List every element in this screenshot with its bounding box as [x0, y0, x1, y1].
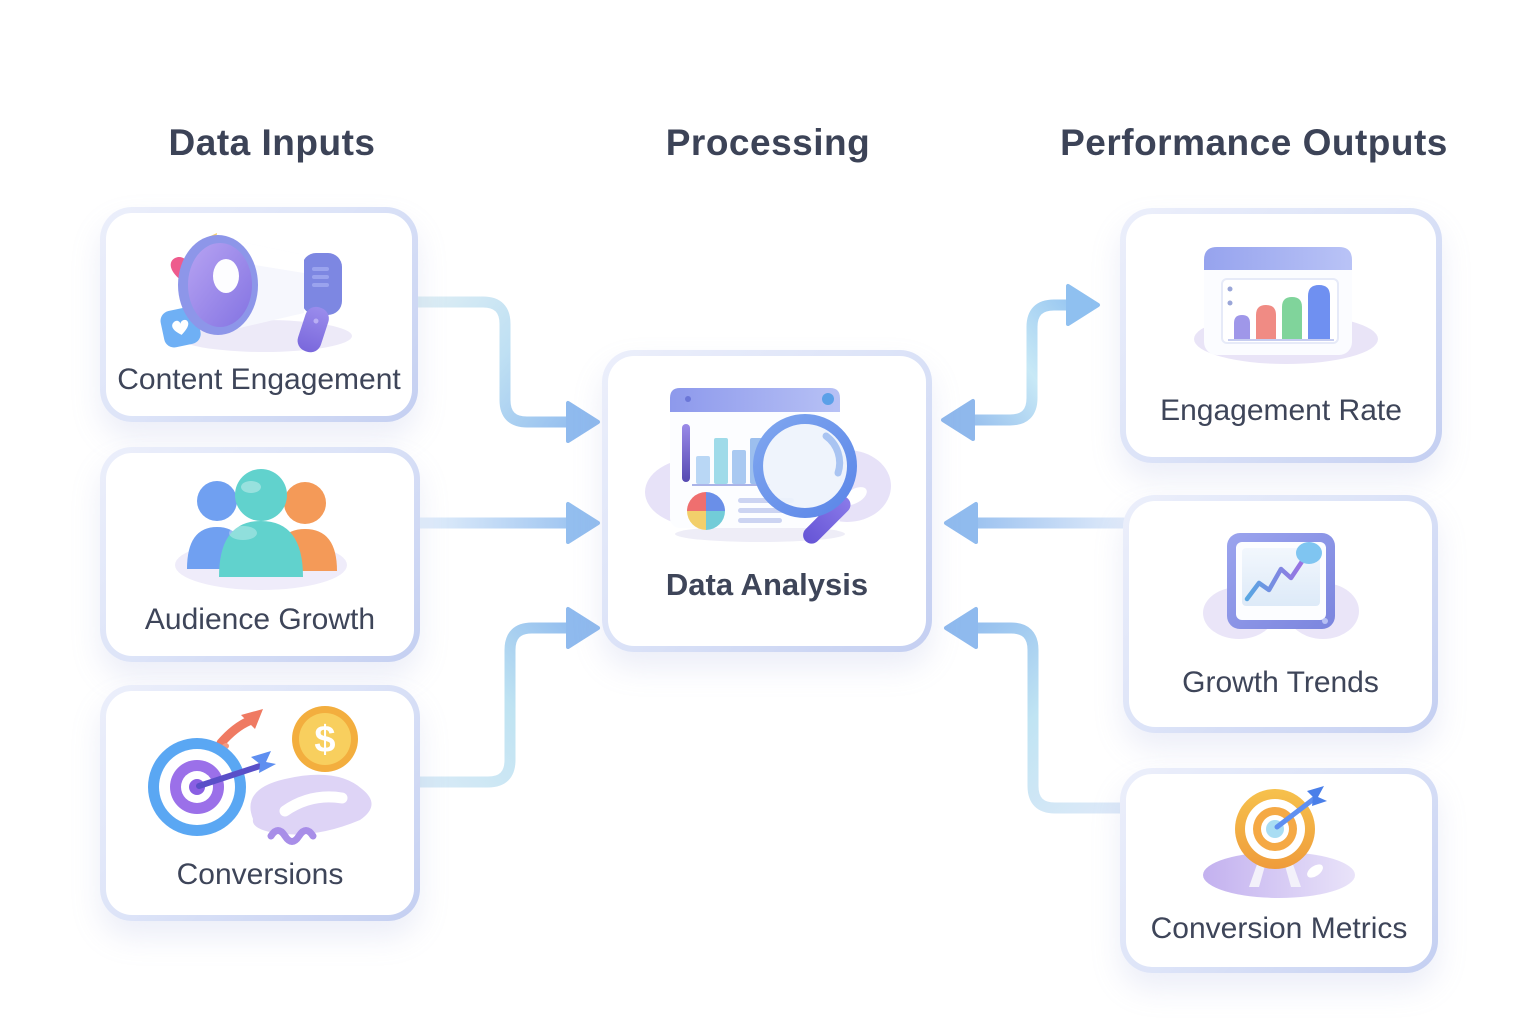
bar-chart-window-icon	[1126, 214, 1436, 394]
node-label-content-engagement: Content Engagement	[117, 363, 401, 396]
node-label-conversions: Conversions	[176, 858, 344, 891]
audience-people-icon	[106, 453, 414, 603]
node-label-growth-trends: Growth Trends	[1182, 666, 1379, 699]
node-label-engagement-rate: Engagement Rate	[1160, 394, 1402, 427]
dashboard-magnifier-icon	[608, 356, 926, 568]
target-coin-hand-icon: $	[106, 691, 414, 858]
node-growth-trends: Growth Trends	[1123, 495, 1438, 733]
node-engagement-rate: Engagement Rate	[1120, 208, 1442, 463]
node-content-engagement: Content Engagement	[100, 207, 418, 422]
node-conversions: $ Conversions	[100, 685, 420, 921]
node-audience-growth: Audience Growth	[100, 447, 420, 662]
arrow-conversions-to-data-analysis	[414, 607, 600, 788]
arrow-conversion-metrics-to-data-analysis	[944, 607, 1126, 814]
node-conversion-metrics: Conversion Metrics	[1120, 768, 1438, 973]
dart-target-icon	[1126, 774, 1432, 912]
node-label-data-analysis: Data Analysis	[665, 566, 869, 602]
node-label-audience-growth: Audience Growth	[144, 603, 376, 636]
svg-text:$: $	[314, 719, 335, 761]
line-chart-tablet-icon	[1129, 501, 1432, 666]
column-header-data-inputs: Data Inputs	[168, 122, 376, 163]
arrow-audience-growth-to-data-analysis	[414, 502, 600, 544]
arrow-data-analysis-engagement-rate	[941, 284, 1100, 441]
node-data-analysis: Data Analysis	[602, 350, 932, 652]
column-header-processing: Processing	[665, 122, 871, 163]
arrow-growth-trends-to-data-analysis	[944, 502, 1129, 544]
column-header-performance-outputs: Performance Outputs	[1060, 122, 1448, 163]
megaphone-icon	[106, 213, 412, 363]
arrow-content-engagement-to-data-analysis	[412, 296, 600, 443]
node-label-conversion-metrics: Conversion Metrics	[1150, 912, 1408, 945]
